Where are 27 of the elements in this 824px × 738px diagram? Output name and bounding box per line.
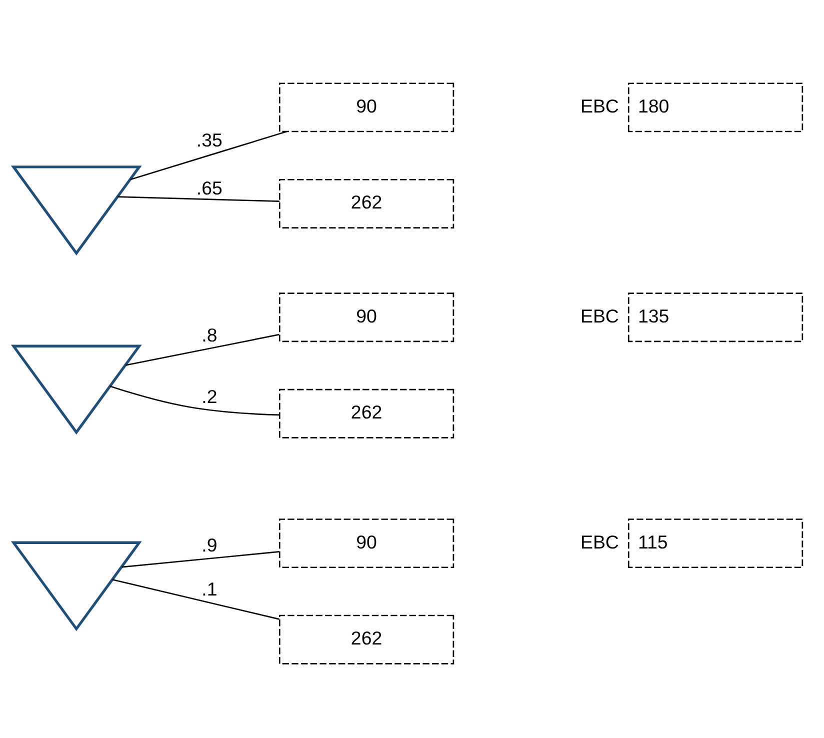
node-box: 90 xyxy=(278,518,454,568)
edge-label: .65 xyxy=(196,177,222,198)
node-label: EBC xyxy=(580,94,619,116)
node-box: 135 xyxy=(628,292,804,342)
edge-label: .2 xyxy=(202,386,218,407)
node-label: EBC xyxy=(580,530,619,552)
node-box: 90 xyxy=(278,292,454,342)
edge-label: .1 xyxy=(202,578,218,600)
node-box: 262 xyxy=(278,388,454,438)
node-box: 262 xyxy=(278,178,454,228)
connector xyxy=(110,385,280,416)
node-triangle xyxy=(10,540,142,631)
node-box: 90 xyxy=(278,82,454,132)
node-box: 180 xyxy=(628,82,804,132)
edge-label: .9 xyxy=(202,534,218,556)
edge-label: .8 xyxy=(202,324,218,346)
connector xyxy=(112,578,280,620)
node-triangle xyxy=(10,165,142,255)
connector xyxy=(122,550,280,568)
node-triangle xyxy=(10,344,142,434)
edge-label: .35 xyxy=(196,128,222,150)
node-box: 115 xyxy=(628,518,804,568)
node-label: EBC xyxy=(580,304,619,326)
connector xyxy=(130,130,287,180)
connector xyxy=(126,333,280,366)
connector xyxy=(118,196,280,202)
node-box: 262 xyxy=(278,614,454,664)
